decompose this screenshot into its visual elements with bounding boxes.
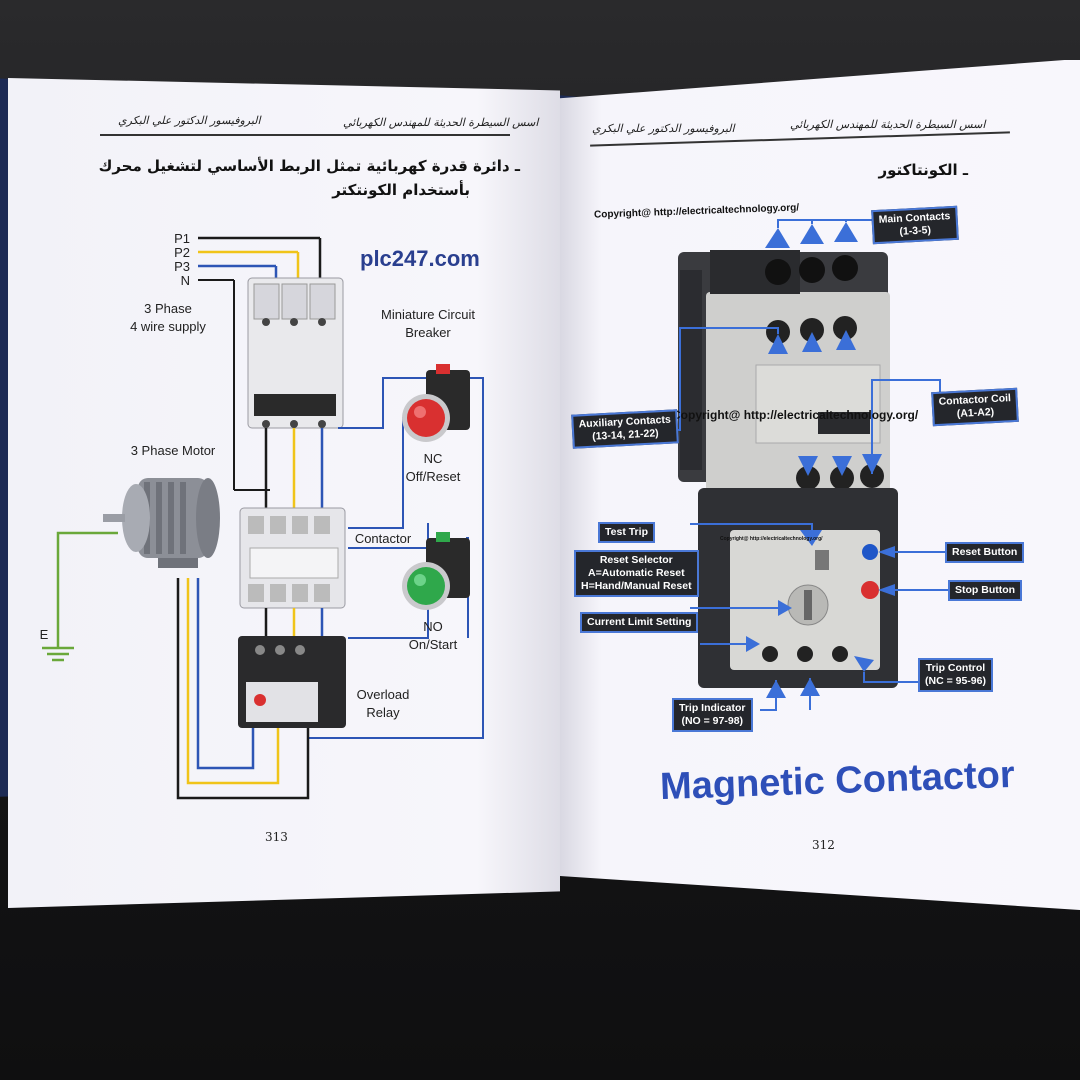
label-p1: P1 [174,231,190,246]
right-running-head-author: البروفيسور الدكتور علي البكري [592,122,735,135]
label-no-line2: On/Start [408,637,458,652]
callout-trip-indicator-line1: Trip Indicator [679,702,746,714]
nc-off-reset-button [402,364,470,442]
callout-reset-selector-line2: A=Automatic Reset [588,567,685,579]
callout-auxiliary-contacts: Auxiliary Contacts (13-14, 21-22) [571,409,680,449]
callout-reset-selector: Reset Selector A=Automatic Reset H=Hand/… [574,550,699,597]
callout-trip-control-line1: Trip Control [925,662,986,674]
left-heading-line2: بأستخدام الكونتكتر [332,181,470,199]
miniature-circuit-breaker [247,277,344,429]
right-page-number: 312 [812,838,835,852]
callout-stop-button: Stop Button [948,580,1023,601]
motor-feed-wires [176,578,310,800]
left-header-rule [100,134,510,136]
label-p2: P2 [174,245,190,260]
callout-reset-selector-line1: Reset Selector [599,554,673,566]
callout-reset-selector-line3: H=Hand/Manual Reset [581,580,692,592]
label-overload-line2: Relay [366,705,400,720]
callout-test-trip: Test Trip [598,522,655,543]
label-supply-line1: 3 Phase [144,301,192,316]
motor-power-circuit-diagram [42,236,484,800]
callout-reset-button-line1: Reset Button [952,546,1018,558]
callout-trip-control-line2: (NC = 95-96) [925,675,986,687]
left-running-head-title: اسس السيطرة الحديثة للمهندس الكهربائي [343,116,539,129]
callout-test-trip-line1: Test Trip [605,526,648,538]
right-running-head-title: اسس السيطرة الحديثة للمهندس الكهربائي [790,118,986,131]
no-on-start-button [402,532,470,610]
callout-stop-button-line1: Stop Button [955,584,1016,596]
left-running-head-author: البروفيسور الدكتور علي البكري [118,114,261,127]
label-contactor: Contactor [354,531,412,546]
earth-ground-symbol [42,531,118,662]
callout-trip-indicator: Trip Indicator (NO = 97-98) [672,698,753,732]
contactor-body [678,250,890,502]
three-phase-motor [103,478,220,568]
label-earth: E [39,627,49,642]
label-n: N [180,273,190,288]
label-motor: 3 Phase Motor [130,443,216,458]
right-heading: ـ الكونتاكتور [878,161,968,179]
label-overload-line1: Overload [356,687,410,702]
label-nc-line1: NC [423,451,443,466]
callout-trip-control: Trip Control (NC = 95-96) [918,658,993,692]
callout-current-limit-setting: Current Limit Setting [580,612,699,633]
label-mcb-line2: Breaker [405,325,451,340]
callout-trip-indicator-line2: (NO = 97-98) [681,715,744,727]
plc247-watermark: plc247.com [360,246,480,271]
left-heading-line1: ـ دائرة قدرة كهربائية تمثل الربط الأساسي… [98,157,520,175]
copyright-middle: Copyright@ http://electricaltechnology.o… [672,408,919,422]
left-page: اسس السيطرة الحديثة للمهندس الكهربائي ال… [8,78,560,908]
label-no-line1: NO [423,619,443,634]
callout-reset-button: Reset Button [945,542,1025,563]
right-page: اسس السيطرة الحديثة للمهندس الكهربائي ال… [560,60,1080,910]
overload-relay-unit [238,636,346,728]
left-page-number: 313 [265,830,288,844]
contactor-unit [239,507,346,609]
overload-relay [698,488,898,688]
magnetic-contactor-illustration [655,219,955,711]
callout-current-limit-line1: Current Limit Setting [587,616,692,628]
copyright-small: Copyright@ http://electricaltechnology.o… [720,536,823,542]
label-nc-line2: Off/Reset [405,469,461,484]
label-supply-line2: 4 wire supply [130,319,206,334]
callout-contactor-coil: Contactor Coil (A1-A2) [931,387,1020,427]
label-mcb-line1: Miniature Circuit [381,307,475,322]
label-p3: P3 [174,259,190,274]
callout-main-contacts: Main Contacts (1-3-5) [871,205,959,245]
